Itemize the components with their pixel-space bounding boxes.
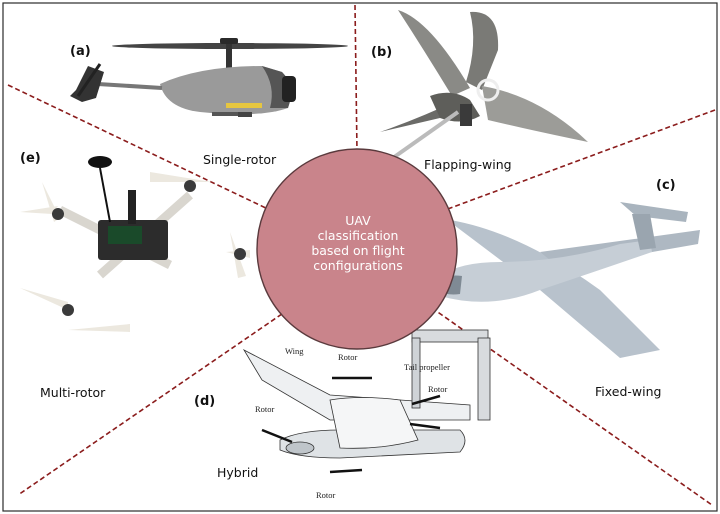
label-flapping-wing: Flapping-wing: [424, 157, 512, 172]
divider-left-top: [7, 84, 271, 211]
center-title: UAV classification based on flight confi…: [283, 213, 433, 273]
tag-rotor-right: Rotor: [428, 384, 448, 394]
center-title-line-4: configurations: [313, 258, 403, 273]
panel-letter-a: (a): [70, 44, 91, 59]
tag-rotor-left: Rotor: [255, 404, 275, 414]
tag-rotor-top: Rotor: [338, 352, 358, 362]
divider-top: [354, 4, 358, 153]
center-title-line-1: UAV: [345, 213, 371, 228]
label-single-rotor: Single-rotor: [203, 152, 277, 167]
tag-rotor-bottom: Rotor: [316, 490, 336, 500]
hybrid-part-labels: Wing Rotor Tail propeller Rotor Rotor Ro…: [255, 346, 450, 500]
center-title-line-2: classification: [317, 228, 399, 243]
center-title-line-3: based on flight: [311, 243, 405, 258]
tag-wing: Wing: [285, 346, 304, 356]
single-rotor-drone-image: [70, 38, 348, 117]
panel-letter-c: (c): [656, 178, 676, 193]
label-hybrid: Hybrid: [217, 465, 259, 480]
multi-rotor-drone-image: [20, 156, 250, 332]
panel-letter-e: (e): [20, 151, 41, 166]
hybrid-drone-image: [242, 329, 491, 474]
label-multi-rotor: Multi-rotor: [40, 385, 106, 400]
label-fixed-wing: Fixed-wing: [595, 384, 662, 399]
center-circle: [256, 148, 458, 350]
fixed-wing-drone-image: [438, 202, 700, 358]
tag-tail-propeller: Tail propeller: [404, 362, 450, 372]
panel-letter-b: (b): [371, 45, 393, 60]
flapping-wing-drone-image: [380, 10, 588, 162]
panel-letter-d: (d): [194, 394, 216, 409]
